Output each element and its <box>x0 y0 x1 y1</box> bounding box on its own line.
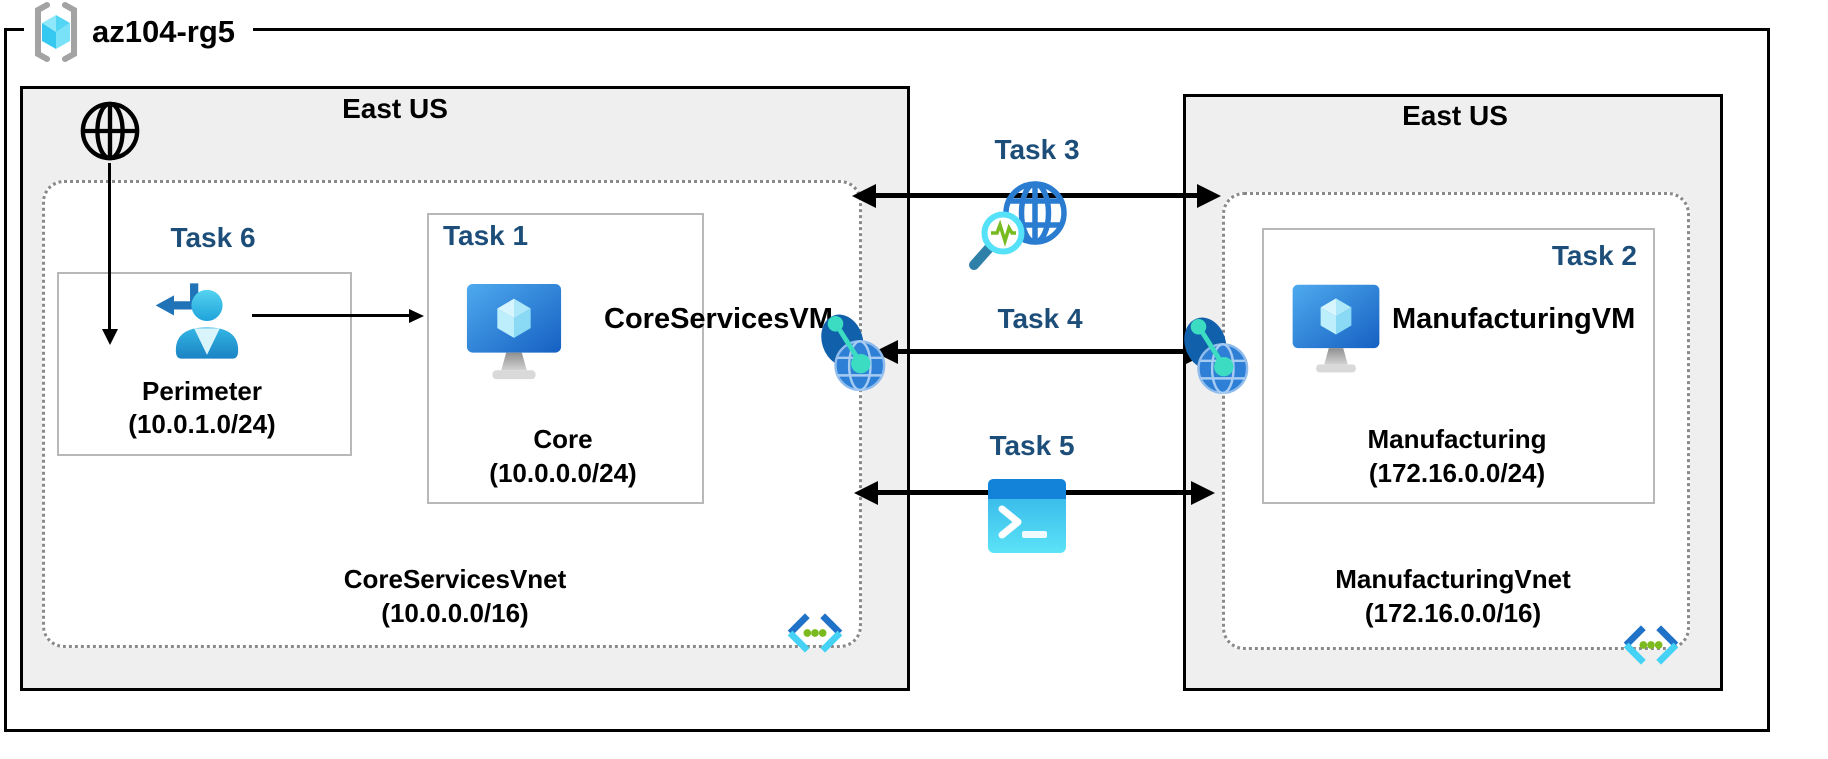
virtual-network-icon <box>1623 625 1679 665</box>
manufacturing-vnet-cidr: (172.16.0.0/16) <box>1364 598 1542 628</box>
manufacturing-vm-name: ManufacturingVM <box>1392 303 1636 335</box>
arrowhead-left <box>854 480 878 505</box>
internet-to-perimeter-arrow <box>101 163 118 345</box>
vnet-peering-icon-left <box>821 314 886 392</box>
task2-label: Task 2 <box>1551 240 1637 271</box>
user-return-icon <box>155 283 239 359</box>
right-region-label: East US <box>1402 100 1508 131</box>
core-vm-name: CoreServicesVM <box>604 303 833 335</box>
vm-icon <box>466 283 562 380</box>
perimeter-subnet-cidr: (10.0.1.0/24) <box>128 409 276 439</box>
left-region-label: East US <box>342 93 448 124</box>
perimeter-to-vm-arrow <box>252 308 424 323</box>
perimeter-subnet-name: Perimeter <box>142 376 262 406</box>
manufacturing-subnet-cidr: (172.16.0.0/24) <box>1368 458 1546 488</box>
arrowhead-right <box>1197 183 1221 208</box>
resource-group-icon <box>35 2 77 62</box>
task4-label: Task 4 <box>997 303 1083 334</box>
vm-icon <box>1292 284 1380 373</box>
task1-label: Task 1 <box>443 220 529 251</box>
task4-connection-arrow <box>874 339 1210 364</box>
arrowhead-right <box>1191 480 1215 505</box>
arrowhead-down <box>101 329 118 345</box>
network-watcher-icon <box>969 181 1067 270</box>
core-subnet-cidr: (10.0.0.0/24) <box>489 458 637 488</box>
arrowhead-left <box>852 183 876 208</box>
core-subnet-name: Core <box>533 424 593 454</box>
resource-group-header: az104-rg5 <box>24 0 254 64</box>
virtual-network-icon <box>787 613 843 653</box>
cloud-shell-icon <box>988 479 1066 553</box>
task6-label: Task 6 <box>170 222 256 253</box>
core-subnet-box <box>427 213 704 504</box>
core-vnet-cidr: (10.0.0.0/16) <box>381 598 529 628</box>
resource-group-label: az104-rg5 <box>92 14 236 49</box>
internet-icon <box>80 101 140 161</box>
arrowhead-right <box>409 308 424 323</box>
manufacturing-vnet-name: ManufacturingVnet <box>1335 564 1571 594</box>
core-vnet-name: CoreServicesVnet <box>343 564 567 594</box>
manufacturing-subnet-name: Manufacturing <box>1367 424 1547 454</box>
vnet-peering-icon-right <box>1184 317 1249 395</box>
task3-label: Task 3 <box>994 134 1080 165</box>
task5-label: Task 5 <box>989 430 1075 461</box>
